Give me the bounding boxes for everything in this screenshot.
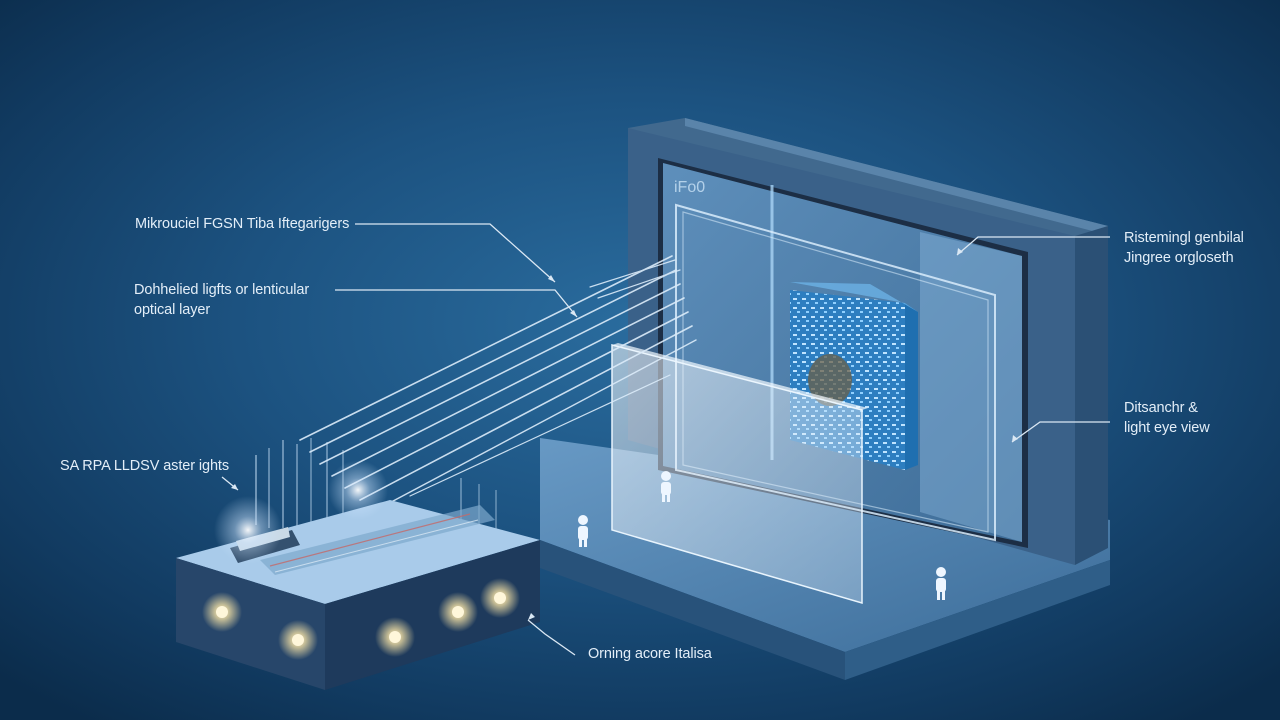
led-lights: [202, 460, 520, 660]
label-right-mid-line1: Ditsanchr &: [1124, 400, 1198, 416]
light-rays: [299, 255, 697, 509]
screen-corner-text: iFo0: [674, 179, 705, 196]
leader-lines: [221, 223, 1110, 656]
label-bottom-center: Orning acore Italisa: [588, 644, 712, 664]
label-right-top-line2: Jingree orgloseth: [1124, 250, 1234, 266]
viewer-figure: [661, 471, 671, 502]
label-mid-left-line1: Dohhelied ligfts or lenticular: [134, 282, 310, 298]
label-top-left: Mikrouciel FGSN Tiba Iftegarigers: [135, 214, 349, 234]
label-bottom-center-text: Orning acore Italisa: [588, 646, 712, 662]
viewer-figure: [936, 567, 946, 600]
label-right-mid: Ditsanchr & light eye view: [1124, 398, 1210, 438]
label-bottom-left: SA RPA LLDSV aster ights: [60, 456, 229, 476]
label-right-top: Ristemingl genbilal Jingree orgloseth: [1124, 228, 1244, 268]
label-mid-left: Dohhelied ligfts or lenticular optical l…: [134, 280, 309, 320]
lenticular-panel: [611, 343, 868, 605]
label-bottom-left-text: SA RPA LLDSV aster ights: [60, 458, 230, 474]
label-top-left-text: Mikrouciel FGSN Tiba Iftegarigers: [135, 216, 350, 232]
viewer-figure: [578, 515, 588, 547]
leader-arrowheads: [231, 248, 1018, 620]
viewer-figures: [578, 471, 946, 600]
label-mid-left-line2: optical layer: [134, 302, 211, 318]
label-right-top-line1: Ristemingl genbilal: [1124, 230, 1244, 246]
label-right-mid-line2: light eye view: [1124, 420, 1210, 436]
